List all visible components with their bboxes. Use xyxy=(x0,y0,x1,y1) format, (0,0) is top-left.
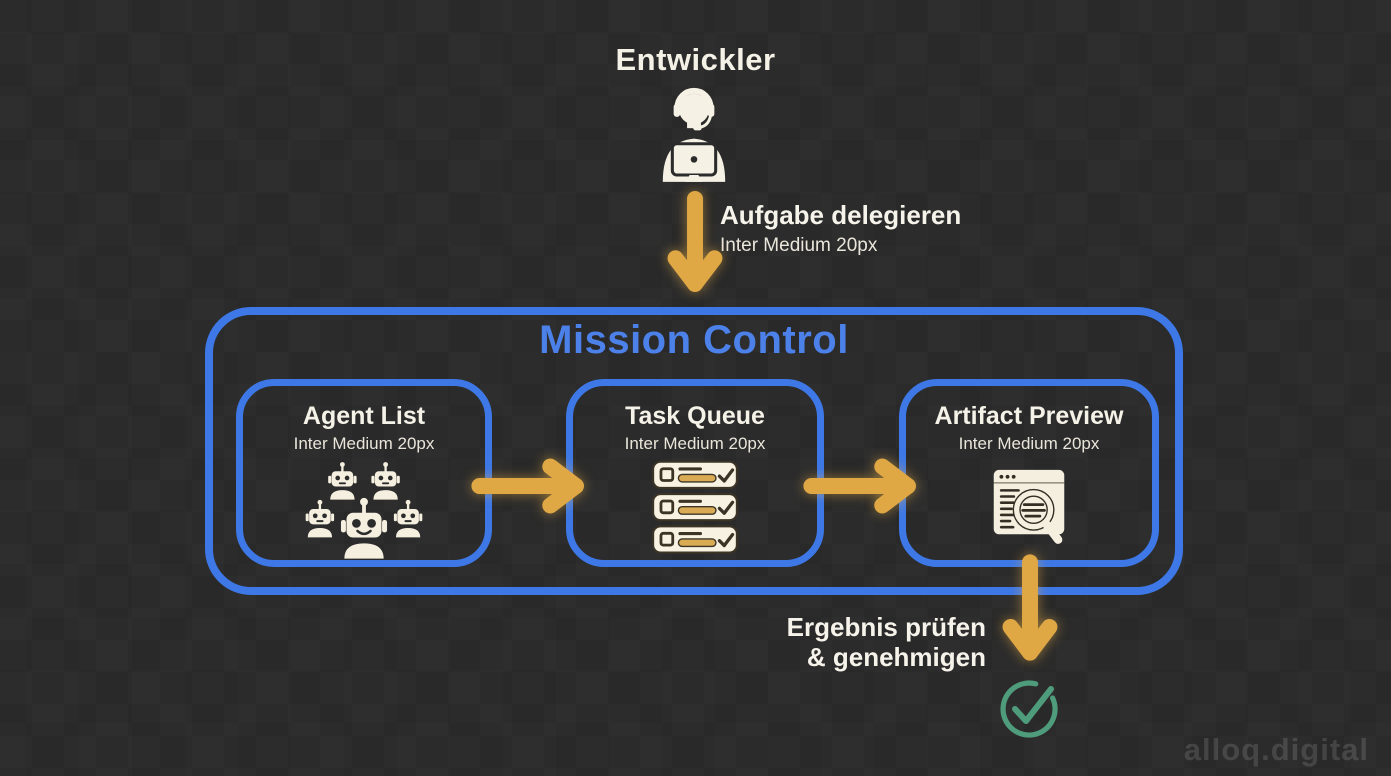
panel-task-queue-subtitle: Inter Medium 20px xyxy=(624,433,766,453)
panel-artifact-preview-title: Artifact Preview xyxy=(934,402,1124,430)
mission-control-title: Mission Control xyxy=(539,318,849,362)
review-step-line2: & genehmigen xyxy=(806,642,986,673)
panel-agent-list: Agent List Inter Medium 20px xyxy=(236,379,492,567)
panel-agent-list-subtitle: Inter Medium 20px xyxy=(293,433,435,453)
panel-artifact-preview: Artifact Preview Inter Medium 20px xyxy=(899,379,1159,567)
watermark: alloq.digital xyxy=(1183,732,1369,767)
delegate-step-subtitle: Inter Medium 20px xyxy=(720,234,878,256)
developer-label: Entwickler xyxy=(615,42,776,77)
arrow-task-to-artifact xyxy=(803,458,916,514)
panel-task-queue: Task Queue Inter Medium 20px xyxy=(566,379,824,567)
task-checklist-icon xyxy=(651,459,739,554)
delegate-step-title: Aufgabe delegieren xyxy=(720,200,962,230)
review-arrow-down xyxy=(1002,554,1058,661)
developer-headset-icon xyxy=(662,87,726,182)
arrow-agent-to-task xyxy=(471,458,584,514)
panel-task-queue-title: Task Queue xyxy=(625,402,765,430)
mission-control-box xyxy=(205,307,1183,595)
delegate-arrow-down xyxy=(667,190,723,292)
delegate-step-label: Aufgabe delegieren Inter Medium 20px xyxy=(720,201,961,256)
check-circle-icon xyxy=(1000,680,1058,738)
browser-magnifier-icon xyxy=(993,469,1065,544)
review-step-label: Ergebnis prüfen & genehmigen xyxy=(787,612,986,672)
panel-artifact-preview-subtitle: Inter Medium 20px xyxy=(958,433,1100,453)
panel-agent-list-title: Agent List xyxy=(302,402,426,430)
robot-group-icon xyxy=(305,461,423,559)
review-step-line1: Ergebnis prüfen xyxy=(786,612,986,642)
